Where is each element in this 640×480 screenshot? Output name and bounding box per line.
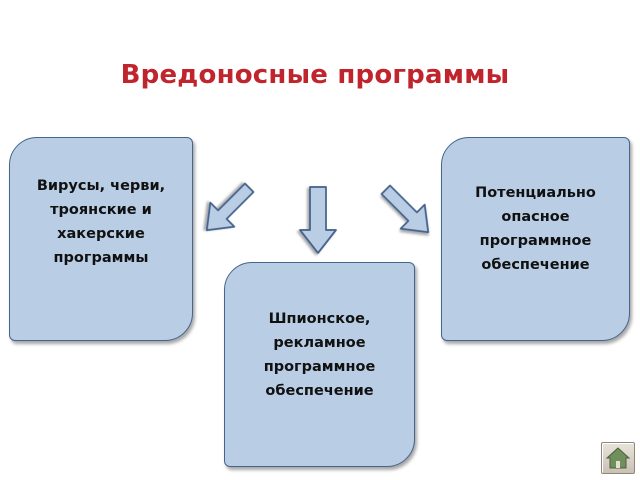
arrow-down xyxy=(299,186,337,254)
arrow-right-shape xyxy=(380,184,430,234)
box-line: обеспечение xyxy=(481,257,590,273)
box-line: Вирусы, черви, xyxy=(36,177,166,194)
box-text: Вирусы, черви, троянские и хакерские про… xyxy=(37,174,165,270)
box-line: обеспечение xyxy=(265,382,374,399)
box-line: программное xyxy=(479,233,592,249)
box-line: программное xyxy=(263,358,376,375)
box-line: рекламное xyxy=(273,334,366,351)
category-box-spyware: Шпионское, рекламное программное обеспеч… xyxy=(224,262,415,467)
box-line: опасное xyxy=(501,209,570,225)
box-line: Потенциально xyxy=(475,185,596,201)
home-button[interactable] xyxy=(601,442,635,474)
category-box-potentially-dangerous: Потенциально опасное программное обеспеч… xyxy=(441,137,630,341)
arrow-left-shape xyxy=(205,182,255,232)
box-line: Шпионское, xyxy=(268,310,371,327)
box-line: программы xyxy=(53,249,149,266)
arrow-down-shape xyxy=(299,186,337,254)
box-text: Потенциально опасное программное обеспеч… xyxy=(475,181,596,277)
box-line: троянские и xyxy=(50,201,152,218)
home-icon xyxy=(605,447,631,469)
box-line: хакерские xyxy=(57,225,145,242)
category-box-viruses: Вирусы, черви, троянские и хакерские про… xyxy=(9,137,193,341)
page-title: Вредоносные программы xyxy=(120,60,510,90)
arrow-left xyxy=(205,182,255,232)
arrow-right xyxy=(380,184,430,234)
box-text: Шпионское, рекламное программное обеспеч… xyxy=(264,307,376,403)
